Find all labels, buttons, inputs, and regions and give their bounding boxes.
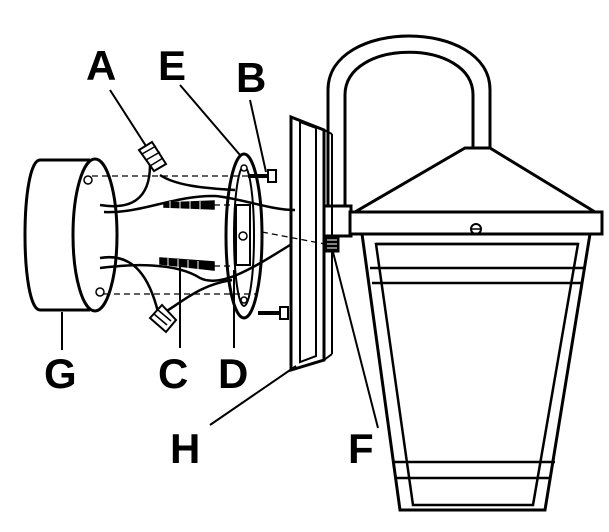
label-d: D (218, 350, 248, 397)
gooseneck-arm (326, 34, 492, 210)
label-f: F (348, 425, 374, 472)
leader-b (249, 99, 267, 173)
mounting-nut (324, 235, 340, 253)
label-g: G (44, 350, 77, 397)
label-h: H (170, 425, 200, 472)
leader-e (179, 84, 241, 156)
leader-a (109, 89, 147, 147)
leader-lines (61, 84, 379, 429)
label-c: C (158, 350, 188, 397)
label-a: A (86, 42, 116, 89)
mounting-screw-upper (163, 200, 215, 210)
alignment-lines (92, 175, 326, 295)
label-b: B (236, 54, 266, 101)
screw-b-top (248, 169, 277, 183)
wire-nut-bottom (148, 303, 178, 334)
wire-nut-top (137, 140, 168, 173)
leader-f (332, 251, 379, 429)
screw-b-bottom (258, 306, 289, 320)
junction-box (23, 157, 119, 313)
label-e: E (158, 42, 186, 89)
leader-h (209, 365, 297, 426)
mounting-screw-lower (159, 257, 215, 271)
wires (99, 164, 296, 314)
lantern-hood (349, 146, 601, 214)
